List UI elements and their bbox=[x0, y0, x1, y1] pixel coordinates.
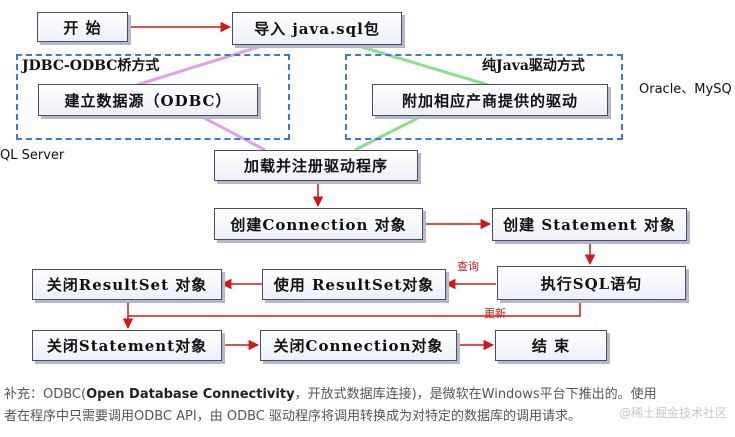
supplement-note: 补充：ODBC(Open Database Connectivity，开放式数据… bbox=[4, 384, 732, 428]
node-close-connection: 关闭Connection对象 bbox=[260, 330, 457, 361]
side-label-right: Oracle、MySQ bbox=[639, 82, 732, 97]
node-execute-sql: 执行SQL语句 bbox=[497, 266, 686, 300]
pure-java-group-label: 纯Java驱动方式 bbox=[482, 58, 585, 74]
node-load-driver: 加载并注册驱动程序 bbox=[214, 150, 418, 181]
edge-label-update: 更新 bbox=[484, 307, 506, 320]
node-create-statement: 创建 Statement 对象 bbox=[492, 208, 687, 241]
pure-java-group bbox=[345, 54, 623, 140]
node-close-statement: 关闭Statement对象 bbox=[32, 330, 222, 361]
node-create-connection: 创建Connection 对象 bbox=[214, 208, 423, 240]
node-start: 开 始 bbox=[37, 12, 128, 42]
arrow-execute-update bbox=[128, 301, 581, 317]
edge-label-query: 查询 bbox=[457, 260, 479, 273]
note-line-1: 补充：ODBC(Open Database Connectivity，开放式数据… bbox=[4, 387, 657, 402]
node-end: 结 束 bbox=[495, 330, 607, 361]
node-import: 导入 java.sql包 bbox=[232, 12, 402, 45]
note-line-2: 者在程序中只需要调用ODBC API，由 ODBC 驱动程序将调用转换成为对特定… bbox=[4, 409, 581, 424]
node-odbc-source: 建立数据源（ODBC） bbox=[38, 84, 258, 116]
node-vendor-driver: 附加相应产商提供的驱动 bbox=[372, 84, 608, 116]
node-use-resultset: 使用 ResultSet对象 bbox=[262, 269, 446, 300]
note-bold-term: Open Database Connectivity bbox=[86, 387, 295, 402]
jdbc-odbc-group bbox=[16, 54, 290, 140]
watermark: @稀土掘金技术社区 bbox=[618, 406, 727, 420]
node-close-resultset: 关闭ResultSet 对象 bbox=[32, 269, 222, 300]
side-label-left: QL Server bbox=[0, 148, 65, 163]
jdbc-odbc-group-label: JDBC-ODBC桥方式 bbox=[22, 58, 160, 74]
